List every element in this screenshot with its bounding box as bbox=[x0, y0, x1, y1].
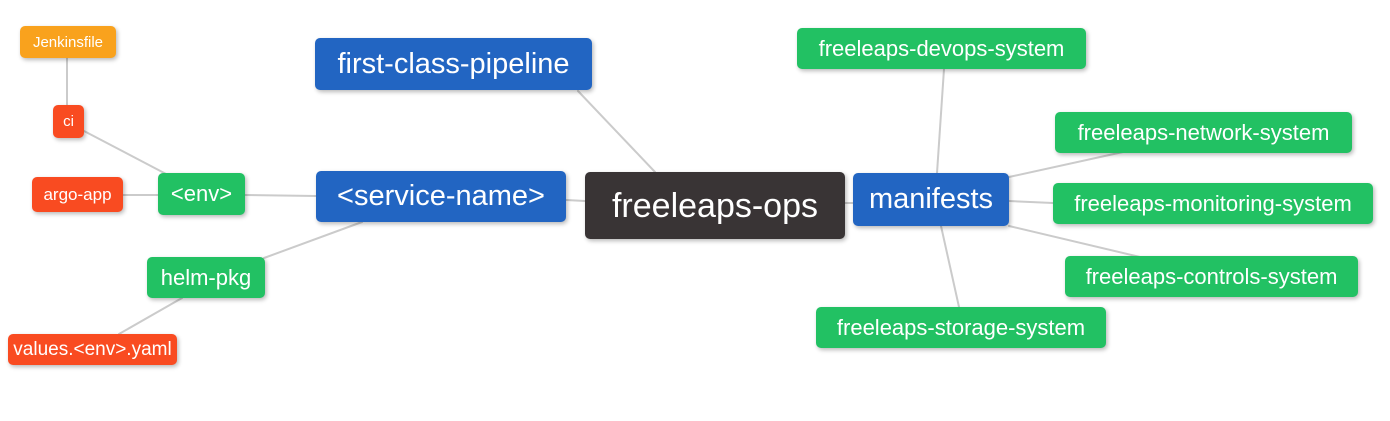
edge-manifests-to-freeleaps-controls-system bbox=[1008, 225, 1141, 258]
mindmap-node-manifests[interactable]: manifests bbox=[853, 173, 1009, 226]
edge-ci-to-env bbox=[83, 130, 169, 176]
mindmap-node-freeleaps-ops[interactable]: freeleaps-ops bbox=[585, 172, 845, 239]
mindmap-node-freeleaps-controls-system[interactable]: freeleaps-controls-system bbox=[1065, 256, 1358, 297]
mindmap-node-freeleaps-devops-system[interactable]: freeleaps-devops-system bbox=[797, 28, 1086, 69]
mindmap-node-jenkinsfile[interactable]: Jenkinsfile bbox=[20, 26, 116, 58]
mindmap-node-freeleaps-storage-system[interactable]: freeleaps-storage-system bbox=[816, 307, 1106, 348]
edge-service-name-to-helm-pkg bbox=[263, 221, 363, 259]
edge-first-class-pipeline-to-freeleaps-ops bbox=[577, 90, 656, 173]
edge-manifests-to-freeleaps-monitoring-system bbox=[1008, 200, 1054, 204]
mindmap-node-values-env-yaml[interactable]: values.<env>.yaml bbox=[8, 334, 177, 365]
mindmap-node-freeleaps-network-system[interactable]: freeleaps-network-system bbox=[1055, 112, 1352, 153]
edge-env-to-service-name bbox=[244, 194, 317, 197]
edge-manifests-to-freeleaps-devops-system bbox=[936, 68, 945, 174]
edge-helm-pkg-to-values-env-yaml bbox=[118, 297, 183, 335]
mindmap-node-service-name[interactable]: <service-name> bbox=[316, 171, 566, 222]
mindmap-node-env[interactable]: <env> bbox=[158, 173, 245, 215]
edge-manifests-to-freeleaps-network-system bbox=[1008, 151, 1124, 178]
mindmap-node-freeleaps-monitoring-system[interactable]: freeleaps-monitoring-system bbox=[1053, 183, 1373, 224]
mindmap-node-helm-pkg[interactable]: helm-pkg bbox=[147, 257, 265, 298]
mindmap-node-argo-app[interactable]: argo-app bbox=[32, 177, 123, 212]
mindmap-node-ci[interactable]: ci bbox=[53, 105, 84, 138]
edge-manifests-to-freeleaps-storage-system bbox=[940, 225, 960, 308]
edge-service-name-to-freeleaps-ops bbox=[565, 199, 586, 202]
mindmap-node-first-class-pipeline[interactable]: first-class-pipeline bbox=[315, 38, 592, 90]
